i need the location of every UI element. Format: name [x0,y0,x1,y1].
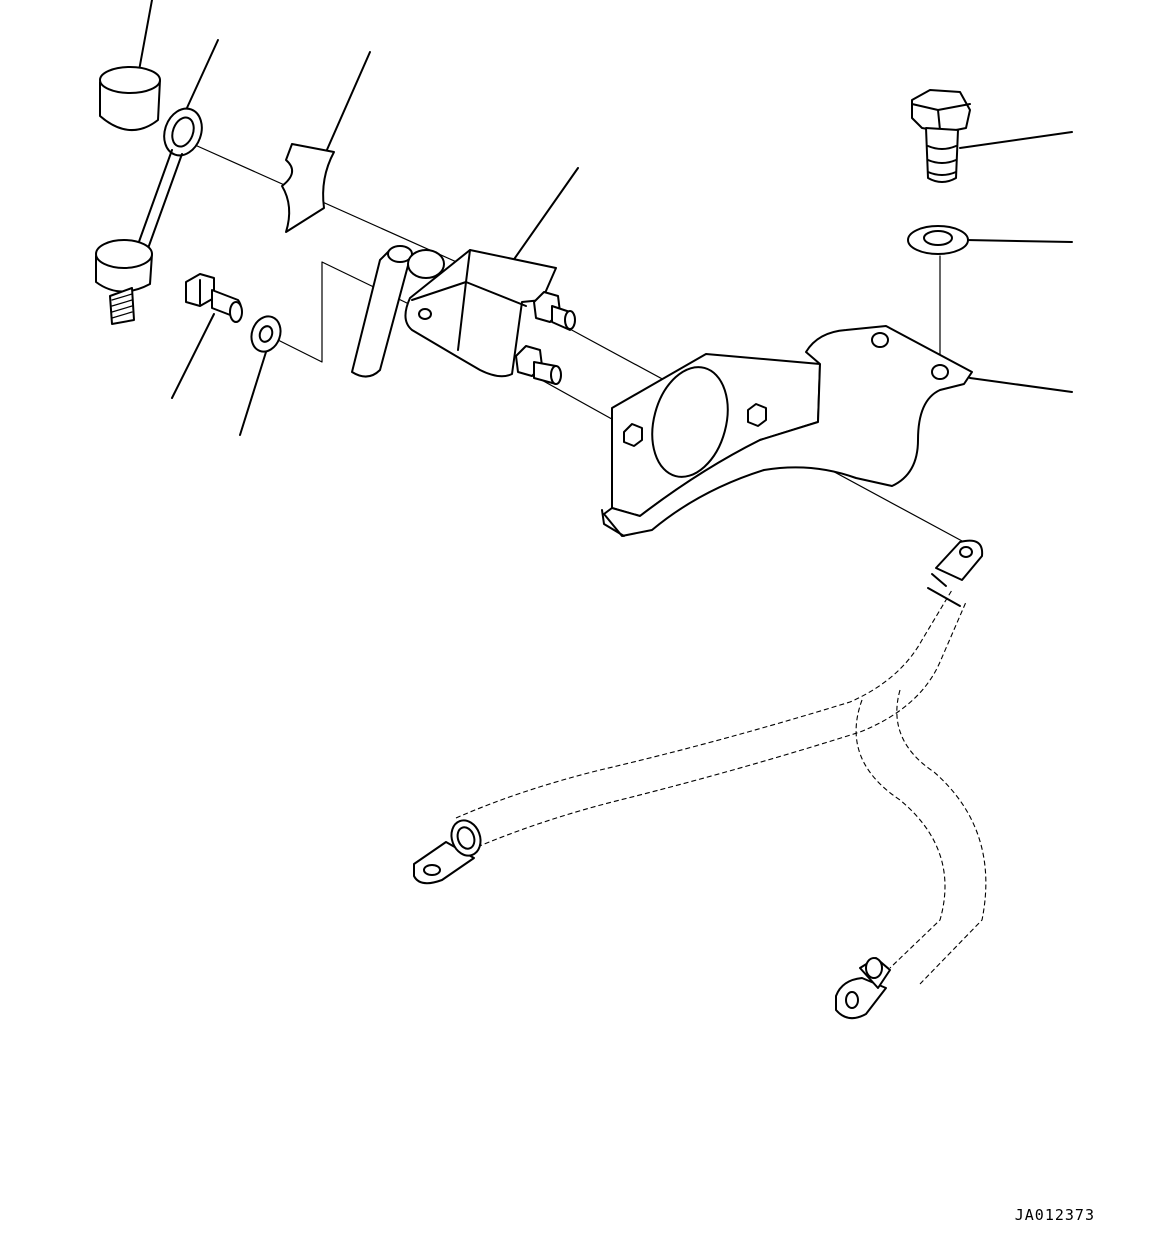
flat-washer [907,225,969,255]
figure-reference-code: JA012373 [1014,1206,1095,1224]
battery-relay [404,249,576,385]
hex-bolt [911,89,971,183]
cap-with-strap [95,107,203,325]
small-hex-bolt [185,273,243,323]
insulating-plate [281,143,335,233]
leader-lines [137,0,1073,436]
mounting-bracket [601,325,973,537]
battery-cable [413,539,987,1020]
small-washer [250,315,282,353]
terminal-boot [99,66,161,132]
relay-lead-wire [351,245,413,378]
